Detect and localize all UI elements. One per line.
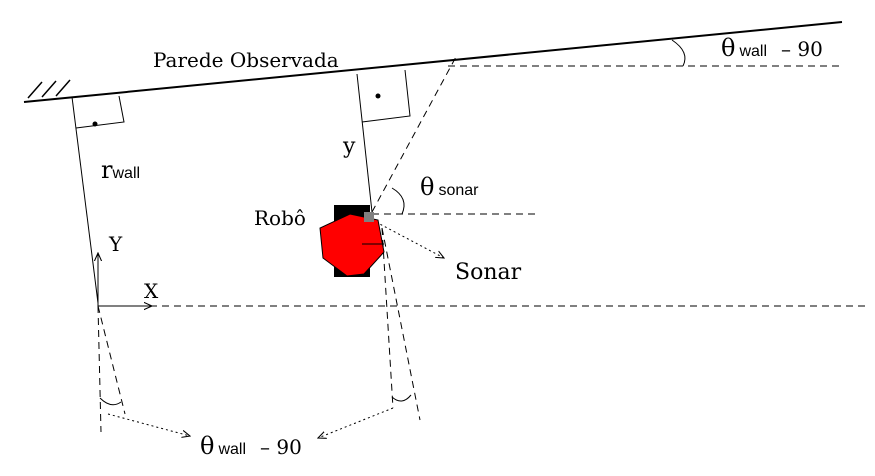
right-angle-dot-left xyxy=(92,121,98,127)
robot-body xyxy=(319,213,385,277)
sonar-sensor xyxy=(364,212,374,222)
theta-wall-arc-left xyxy=(99,397,122,406)
wall-label: Parede Observada xyxy=(153,48,339,72)
angle-leader-left xyxy=(107,413,190,436)
angle-arcs xyxy=(99,39,686,406)
dashed-guides xyxy=(97,54,870,433)
observed-wall xyxy=(23,21,843,103)
axis-x-label: X xyxy=(144,279,159,303)
coordinate-axes xyxy=(98,253,152,306)
origin-normal-extension xyxy=(97,305,126,415)
origin-vertical xyxy=(97,305,102,433)
sonar-leader-arrow xyxy=(375,221,444,258)
robot-normal-extension xyxy=(381,227,421,421)
theta-wall-arc-top xyxy=(671,39,686,67)
axis-y-label: Y xyxy=(108,232,123,256)
robot-vertical xyxy=(381,227,394,409)
sonar-beam-line xyxy=(371,54,458,213)
r-wall-label: rwall xyxy=(101,156,140,184)
robot-label: Robô xyxy=(254,206,306,230)
robot xyxy=(319,205,385,277)
r-wall-normal xyxy=(71,95,125,304)
y-normal xyxy=(356,69,411,213)
theta-wall-arc-right xyxy=(391,394,412,402)
y-label: y xyxy=(342,134,356,159)
angle-leader-right xyxy=(318,407,394,438)
sonar-label: Sonar xyxy=(455,260,522,285)
right-angle-dot-right xyxy=(375,93,381,99)
leader-arrows xyxy=(107,221,444,438)
theta-sonar-arc xyxy=(391,187,405,215)
